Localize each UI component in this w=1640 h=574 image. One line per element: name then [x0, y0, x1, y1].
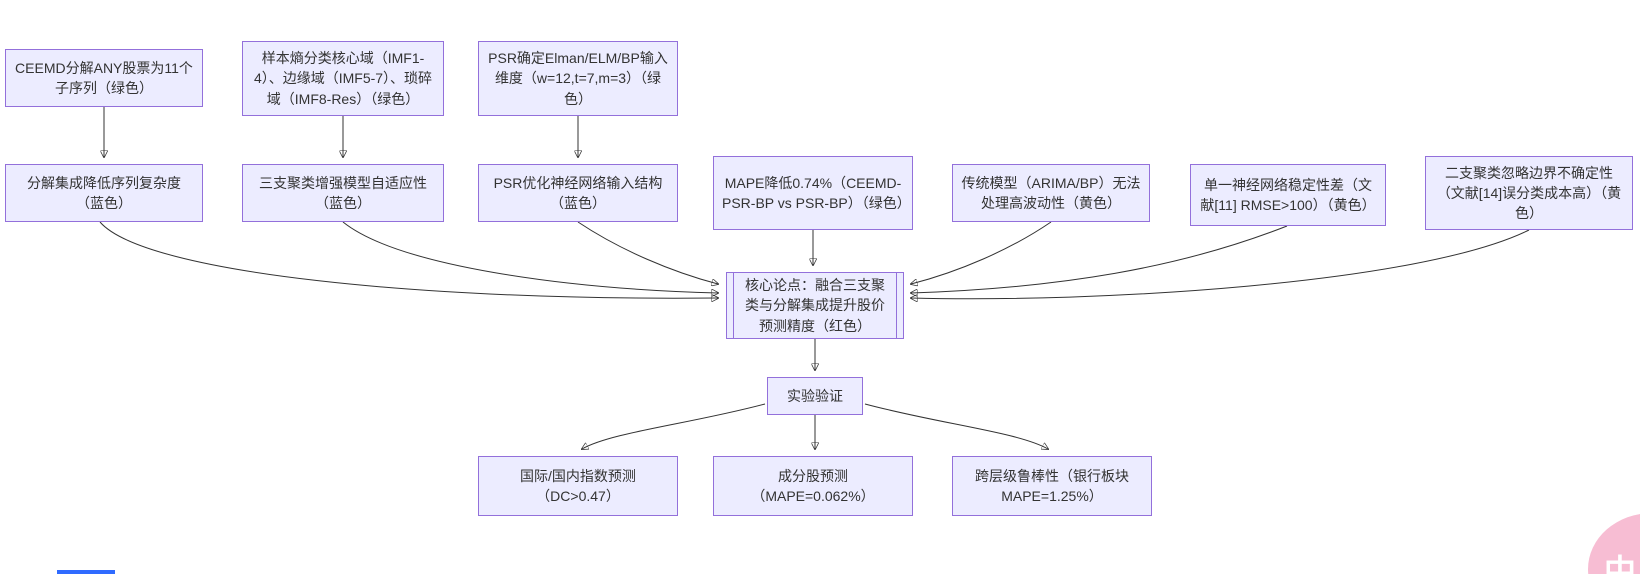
node-mape-reduction: MAPE降低0.74%（CEEMD-PSR-BP vs PSR-BP）（绿色）	[713, 156, 913, 230]
node-constituent-prediction: 成分股预测（MAPE=0.062%）	[713, 456, 913, 516]
node-ceemd-decompose: CEEMD分解ANY股票为11个子序列（绿色）	[5, 49, 203, 107]
edge-clustering-to-core	[342, 221, 718, 293]
node-decompose-integrate: 分解集成降低序列复杂度（蓝色）	[5, 164, 203, 222]
translate-fab-button[interactable]: 中A	[1588, 513, 1640, 574]
node-core-thesis: 核心论点：融合三支聚类与分解集成提升股价预测精度（红色）	[726, 272, 904, 339]
edge-integrate-to-core	[99, 221, 718, 298]
node-psr-optimize: PSR优化神经网络输入结构（蓝色）	[478, 164, 678, 222]
edge-singlenn-to-core	[911, 225, 1288, 293]
edge-traditional-to-core	[911, 221, 1052, 284]
bottom-blue-marker	[57, 570, 115, 574]
node-two-way-clustering: 二支聚类忽略边界不确定性（文献[14]误分类成本高）（黄色）	[1425, 156, 1633, 230]
edge-experiment-to-index	[582, 403, 766, 449]
node-sample-entropy: 样本熵分类核心域（IMF1-4）、边缘域（IMF5-7）、琐碎域（IMF8-Re…	[242, 41, 444, 116]
node-robustness: 跨层级鲁棒性（银行板块 MAPE=1.25%）	[952, 456, 1152, 516]
node-traditional-models: 传统模型（ARIMA/BP）无法处理高波动性（黄色）	[952, 164, 1150, 222]
node-experiment: 实验验证	[767, 377, 863, 415]
node-three-way-clustering: 三支聚类增强模型自适应性（蓝色）	[242, 164, 444, 222]
node-index-prediction: 国际/国内指数预测（DC>0.47）	[478, 456, 678, 516]
edge-twoway-to-core	[911, 229, 1530, 299]
node-psr-dimension: PSR确定Elman/ELM/BP输入维度（w=12,t=7,m=3）（绿色）	[478, 41, 678, 116]
edge-experiment-to-robustness	[864, 403, 1048, 449]
node-single-nn: 单一神经网络稳定性差（文献[11] RMSE>100）（黄色）	[1190, 164, 1386, 226]
edge-psropt-to-core	[577, 221, 718, 284]
